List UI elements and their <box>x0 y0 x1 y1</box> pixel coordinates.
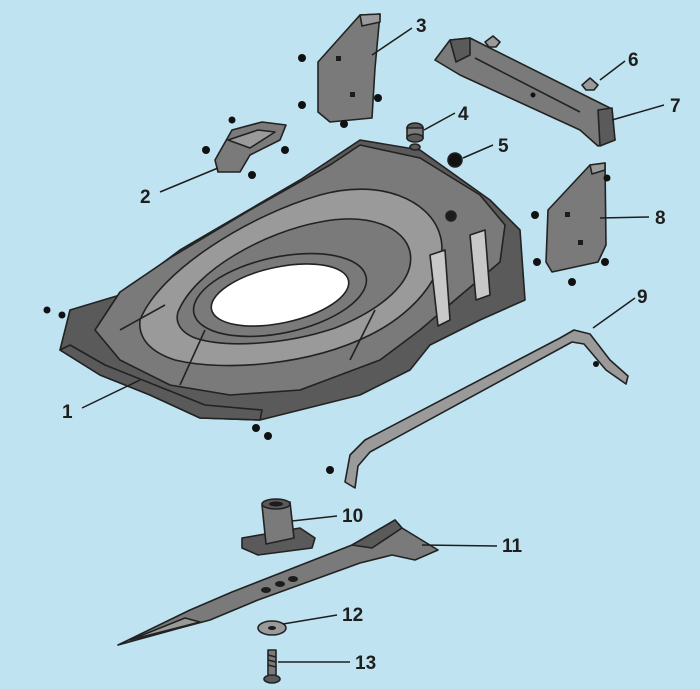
washer <box>257 620 287 636</box>
rear-guard-bracket <box>202 116 289 179</box>
blade-adapter <box>241 498 316 556</box>
height-adjuster-nut <box>406 122 424 151</box>
callout-8: 8 <box>655 208 666 229</box>
right-side-plate <box>531 162 611 286</box>
callout-9: 9 <box>637 287 648 308</box>
deck-housing <box>59 139 526 421</box>
callout-10: 10 <box>342 506 363 527</box>
rear-flap-bar <box>434 37 616 147</box>
callout-5: 5 <box>498 136 509 157</box>
left-side-plate <box>298 13 382 128</box>
plug-cap <box>447 152 463 168</box>
leader-lines <box>81 27 665 663</box>
blade-bolt <box>263 649 281 684</box>
callout-13: 13 <box>355 653 376 674</box>
callout-11: 11 <box>502 536 523 557</box>
callout-12: 12 <box>342 605 363 626</box>
callout-4: 4 <box>458 104 469 125</box>
deck-screws <box>43 306 334 474</box>
clip-pin <box>484 35 599 91</box>
axle-rod <box>344 329 629 489</box>
callout-6: 6 <box>628 50 639 71</box>
callout-3: 3 <box>416 16 427 37</box>
callout-1: 1 <box>62 402 73 423</box>
callout-2: 2 <box>140 187 151 208</box>
callout-labels: 1 2 3 4 5 6 7 8 9 10 11 12 13 <box>62 16 681 674</box>
cutting-blade <box>117 519 439 646</box>
callout-7: 7 <box>670 96 681 117</box>
